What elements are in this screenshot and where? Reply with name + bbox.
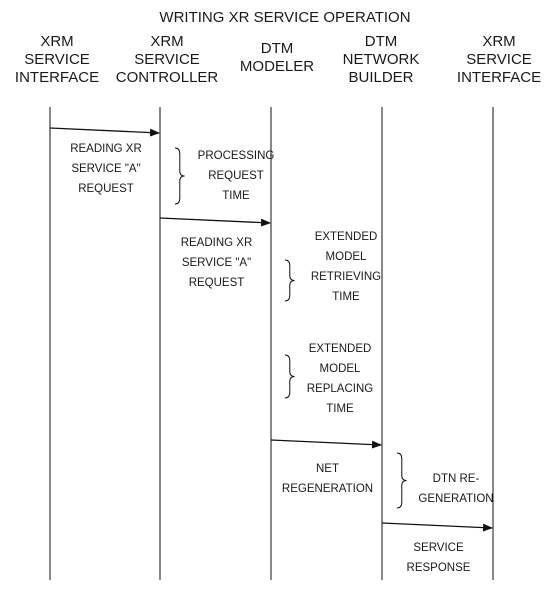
message-label-line: SERVICE (413, 542, 464, 554)
lane-label-line: SERVICE (24, 51, 90, 68)
duration-label-line: MODEL (320, 363, 362, 375)
lane-label-line: DTM (365, 33, 398, 50)
lane-label-line: INTERFACE (15, 69, 99, 86)
duration-label-line: PROCESSING (198, 150, 275, 162)
duration-label-line: MODEL (326, 251, 368, 263)
diagram-title: WRITING XR SERVICE OPERATION (159, 9, 410, 26)
lane-label-line: NETWORK (343, 51, 420, 68)
message-label-line: READING XR (70, 143, 142, 155)
duration-label-4: DTN RE- GENERATION (418, 473, 493, 505)
lane-label-line: BUILDER (348, 69, 413, 86)
lane-label-line: SERVICE (134, 51, 200, 68)
lane-label-line: DTM (261, 40, 294, 57)
message-arrow-4 (381, 522, 493, 532)
lane-label-line: CONTROLLER (116, 69, 219, 86)
message-label-line: REGENERATION (282, 483, 373, 495)
lane-label-line: XRM (482, 33, 515, 50)
duration-label-line: TIME (332, 291, 360, 303)
lane-label-line: XRM (40, 33, 73, 50)
message-label-line: REQUEST (189, 277, 245, 289)
message-label-line: RESPONSE (407, 562, 471, 574)
duration-label-line: EXTENDED (309, 343, 372, 355)
duration-label-1: PROCESSING REQUEST TIME (198, 150, 275, 202)
lane-label-line: XRM (150, 33, 183, 50)
message-label-line: SERVICE "A" (71, 163, 140, 175)
duration-brace-2 (284, 259, 295, 302)
message-arrow-1 (49, 127, 160, 137)
duration-brace-1 (174, 147, 185, 205)
message-label-line: READING XR (181, 237, 253, 249)
duration-label-line: RETRIEVING (311, 271, 381, 283)
duration-label-line: DTN RE- (433, 473, 480, 485)
message-label-3: NET REGENERATION (282, 463, 373, 495)
duration-label-line: EXTENDED (315, 231, 378, 243)
lane-label-line: MODELER (240, 58, 314, 75)
lane-label-line: SERVICE (466, 51, 532, 68)
message-label-1: READING XR SERVICE "A" REQUEST (70, 143, 142, 195)
duration-label-line: GENERATION (418, 493, 493, 505)
message-arrow-3 (270, 439, 382, 449)
message-arrow-2 (159, 217, 271, 227)
duration-label-line: REPLACING (307, 383, 374, 395)
duration-brace-3 (284, 354, 295, 399)
duration-label-3: EXTENDED MODEL REPLACING TIME (307, 343, 374, 415)
duration-label-line: TIME (222, 190, 250, 202)
message-label-2: READING XR SERVICE "A" REQUEST (181, 237, 253, 289)
duration-brace-4 (396, 452, 407, 509)
message-label-line: SERVICE "A" (182, 257, 251, 269)
duration-label-2: EXTENDED MODEL RETRIEVING TIME (311, 231, 381, 303)
message-label-4: SERVICE RESPONSE (407, 542, 471, 574)
message-label-line: REQUEST (78, 183, 134, 195)
duration-label-line: TIME (326, 403, 354, 415)
message-label-line: NET (316, 463, 339, 475)
lane-label-line: INTERFACE (457, 69, 541, 86)
duration-label-line: REQUEST (208, 170, 264, 182)
